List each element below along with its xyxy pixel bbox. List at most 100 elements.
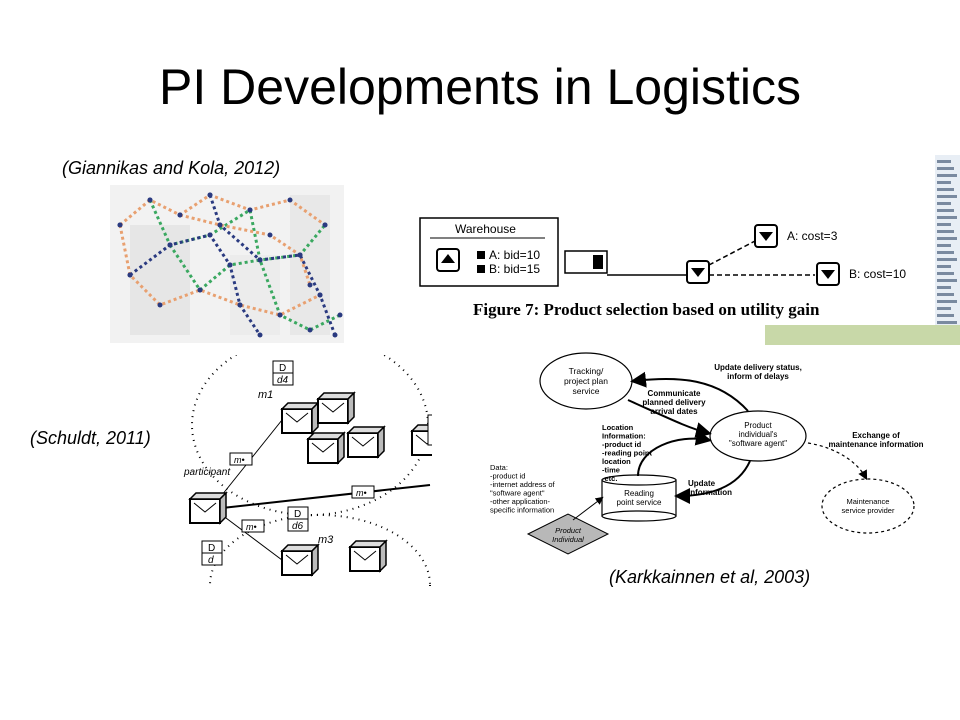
participant-box-icon [281,408,313,434]
network-node [177,212,183,218]
product-individual-node [526,513,610,555]
network-node [332,332,338,338]
network-node [217,222,223,228]
strip-row [937,209,954,212]
participant-box-icon [347,432,379,458]
strip-row [937,174,957,177]
figure7-caption: Figure 7: Product selection based on uti… [473,300,820,319]
figure7-panel: Warehouse A: bid=10 B: bid=15 A: cost=3 … [415,213,920,325]
strip-row [937,188,954,191]
b-bid-label: B: bid=15 [489,262,540,276]
mx-label-3: m• [246,522,257,532]
participant-box-icon [411,430,432,456]
exchange-line: Exchange of [852,431,900,440]
network-node [317,292,323,298]
cropped-screenshot-strip [765,155,960,345]
strip-row [937,223,951,226]
d-label-top: D [279,363,286,374]
data-line: specific information [490,506,554,515]
network-node [287,197,293,203]
strip-row [937,272,954,275]
location-info-line: Information: [602,432,646,441]
network-map-svg [110,185,344,343]
network-node [257,332,263,338]
strip-row [937,195,957,198]
data-line: -product id [490,472,525,481]
strip-row [937,279,957,282]
tracking-line: service [573,386,600,396]
schuldt-svg: D d4 m1 m• participant m• m• D d6 m3 D d [183,355,432,587]
location-info-line: -product id [602,440,642,449]
citation-giannikas: (Giannikas and Kola, 2012) [62,158,281,178]
update-info-line: information [688,488,732,497]
network-node [277,312,283,318]
strip-row [937,230,954,233]
strip-row [937,251,954,254]
communicate-line: arrival dates [650,407,698,416]
reading-point-line: Reading [624,489,654,498]
mx-label-2: m• [356,488,367,498]
strip-row [937,237,957,240]
location-info-line: -reading point [602,449,652,458]
strip-row [937,314,954,317]
network-node [297,252,303,258]
cropped-screenshot-svg [765,155,960,345]
strip-row [937,258,957,261]
network-node [197,287,203,293]
product-individual-line: Product [555,526,582,535]
participant-box-icon [281,550,313,576]
communicate-line: Communicate [648,389,701,398]
m3-label: m3 [318,534,334,546]
network-node [337,312,343,318]
product-individual-line: Individual [552,535,584,544]
network-node [267,232,273,238]
strip-row [937,216,957,219]
product-agent-line: "software agent" [729,439,787,448]
a-cost-label: A: cost=3 [787,229,838,243]
figure7-svg: Warehouse A: bid=10 B: bid=15 A: cost=3 … [419,217,906,319]
participant-box-icon [189,498,221,524]
b-cost-label: B: cost=10 [849,267,906,281]
citation-schuldt: (Schuldt, 2011) [30,428,151,448]
update-status-line: Update delivery status, [714,363,802,372]
network-node [247,207,253,213]
data-line: -other application- [490,497,551,506]
location-info-line: Location [602,423,634,432]
participant-box-icon [349,546,381,572]
network-link [208,194,337,336]
d4-label: d4 [277,375,289,386]
data-line: Data: [490,463,508,472]
maintenance-line: Maintenance [847,497,890,506]
product-agent-line: individual's [739,430,778,439]
schuldt-diagram: D d4 m1 m• participant m• m• D d6 m3 D d [180,355,432,587]
network-node [127,272,133,278]
tracking-line: project plan [564,376,608,386]
network-link [129,233,262,336]
d-label-bottom: D [208,543,215,554]
strip-row [937,293,954,296]
b-node-icon [816,262,840,286]
strip-row [937,321,957,324]
network-node [207,232,213,238]
a-node-icon [754,224,778,248]
warehouse-label: Warehouse [455,222,516,236]
strip-row [937,160,951,163]
location-info-line: -time [602,466,620,475]
network-node [167,242,173,248]
maintenance-line: service provider [842,506,895,515]
exchange-line: maintenance information [828,440,923,449]
location-info-line: -etc. [602,474,617,483]
truck-icon [564,250,608,274]
strip-row [937,202,951,205]
mx-label-1: m• [234,455,245,465]
strip-row [937,244,951,247]
d-small-label: d [208,555,214,566]
m1-label: m1 [258,389,273,401]
d-label-mid: D [294,509,301,520]
node-icon [686,260,710,284]
location-info-line: location [602,457,631,466]
update-info-line: Update [688,479,716,488]
reading-point-line: point service [617,498,662,507]
